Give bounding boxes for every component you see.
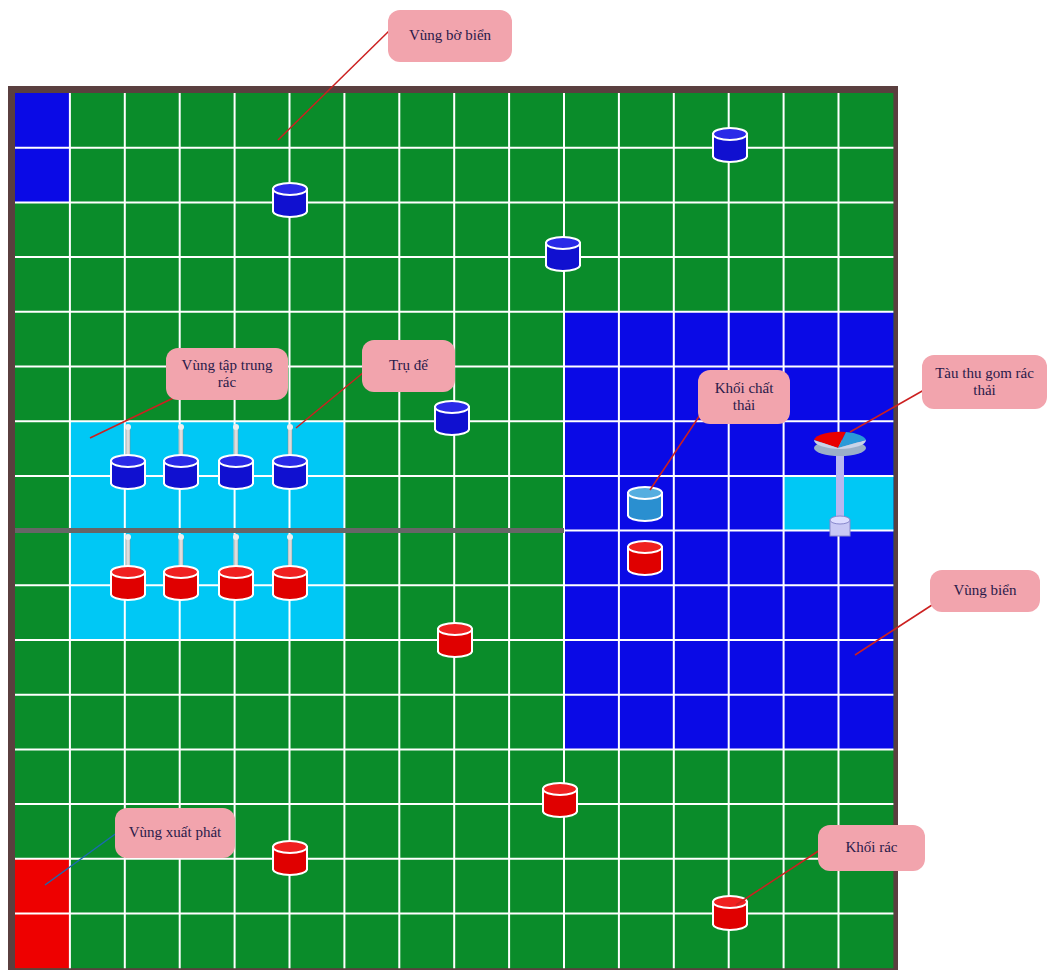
pedestal-pole-cap (125, 534, 131, 540)
leader-line (650, 412, 702, 490)
callout-box: Vùng bờ biển (388, 10, 512, 62)
ship-base-top (830, 516, 850, 524)
grid-line (15, 584, 893, 586)
pedestal-pole-cap (178, 424, 184, 430)
callout-text: Vùng biển (938, 582, 1032, 599)
blue-pedestal-top (273, 455, 307, 467)
callout-text: Khối chất thải (706, 380, 782, 415)
trash-block-top (546, 237, 580, 249)
grid-line (15, 803, 893, 805)
pedestal-pole-cap (287, 534, 293, 540)
red-pedestal-top (164, 566, 198, 578)
callout-box: Vùng xuất phát (115, 808, 235, 858)
red-pedestal-top (273, 566, 307, 578)
callout-box: Vùng biển (930, 570, 1040, 612)
waste-block (628, 487, 662, 521)
pedestal-pole-cap (233, 534, 239, 540)
grid-line (15, 530, 893, 532)
trash-block-top (543, 783, 577, 795)
grid-line (15, 694, 893, 696)
callout-box: Vùng tập trung rác (166, 348, 288, 400)
callout-box: Trụ đế (362, 340, 455, 392)
callout-text: Trụ đế (370, 357, 447, 374)
blue-pedestal (111, 455, 145, 489)
callout-text: Vùng tập trung rác (174, 357, 280, 392)
pedestal-pole-cap (233, 424, 239, 430)
callout-text: Vùng bờ biển (396, 27, 504, 44)
board-frame (8, 86, 898, 970)
callout-box: Tàu thu gom rác thải (922, 355, 1047, 409)
trash-block-top (438, 623, 472, 635)
trash-block-top (273, 841, 307, 853)
trash-block-top (273, 183, 307, 195)
callout-box: Khối rác (818, 825, 925, 871)
grid-line (728, 93, 730, 968)
red-pedestal-top (111, 566, 145, 578)
pedestal-pole-cap (178, 534, 184, 540)
blue-pedestal (219, 455, 253, 489)
grid-line (783, 93, 785, 968)
trash-block-top (713, 128, 747, 140)
grid-line (15, 913, 893, 915)
grid-line (673, 93, 675, 968)
leader-line (850, 390, 924, 432)
trash-block (438, 623, 472, 657)
blue-pedestal (273, 455, 307, 489)
red-pedestal (111, 566, 145, 600)
ship-disc-light (814, 440, 866, 449)
trash-block-top (628, 541, 662, 553)
trash-block-top (435, 401, 469, 413)
callout-box: Khối chất thải (698, 370, 790, 424)
blue-pedestal-top (164, 455, 198, 467)
blue-pedestal-top (111, 455, 145, 467)
grid-line (15, 858, 893, 860)
red-pedestal (273, 566, 307, 600)
waste-block-top (628, 487, 662, 499)
trash-block (543, 783, 577, 817)
callout-text: Khối rác (826, 839, 917, 856)
red-pedestal (164, 566, 198, 600)
trash-block (546, 237, 580, 271)
leader-line (45, 832, 118, 885)
grid-line (618, 93, 620, 968)
trash-block (628, 541, 662, 575)
red-pedestal (219, 566, 253, 600)
trash-block (273, 183, 307, 217)
callout-text: Vùng xuất phát (123, 824, 227, 841)
divider-wall (15, 528, 564, 533)
leader-line (855, 605, 932, 655)
blue-pedestal-top (219, 455, 253, 467)
ship-mast (836, 445, 844, 525)
grid-line (15, 748, 893, 750)
leader-line (296, 372, 364, 428)
red-pedestal-top (219, 566, 253, 578)
blue-pedestal (164, 455, 198, 489)
leader-line (736, 850, 820, 905)
trash-block (273, 841, 307, 875)
pedestal-pole-cap (287, 424, 293, 430)
trash-block (713, 128, 747, 162)
leader-line (278, 30, 390, 140)
pedestal-pole-cap (125, 424, 131, 430)
callout-text: Tàu thu gom rác thải (930, 365, 1039, 400)
trash-block (435, 401, 469, 435)
shore-zone (15, 93, 893, 968)
